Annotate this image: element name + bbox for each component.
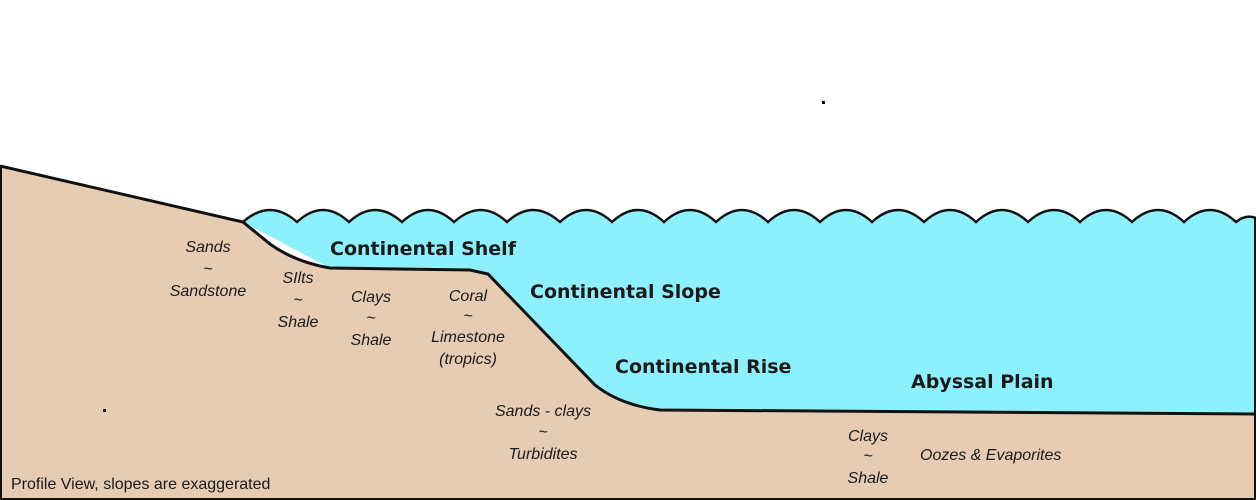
sands-sediment-label: Sands ~ Sandstone	[170, 239, 247, 300]
abyssal-clays-sediment-label: Clays ~ Shale	[848, 428, 889, 487]
stray-dot	[103, 409, 106, 412]
continental-rise-label: Continental Rise	[615, 356, 791, 378]
ocean-water	[243, 210, 1256, 414]
continental-shelf-label: Continental Shelf	[330, 238, 517, 260]
sediment-line: Sands - clays	[495, 403, 591, 420]
oozes-evaporites-label: Oozes & Evaporites	[920, 447, 1061, 464]
coral-sediment-label: Coral ~ Limestone (tropics)	[431, 288, 505, 368]
diagram-frame	[0, 166, 1256, 500]
sediment-line: Shale	[278, 314, 319, 331]
stray-dot	[822, 101, 825, 104]
sediment-line: ~	[863, 448, 872, 465]
sea-surface-wave-line	[242, 208, 1256, 224]
sediment-line: Clays	[351, 289, 391, 306]
sediment-line: Sands	[185, 239, 230, 256]
sediment-line: Sandstone	[170, 283, 247, 300]
sediment-line: (tropics)	[439, 351, 497, 368]
continental-slope-label: Continental Slope	[530, 281, 721, 303]
sediment-line: ~	[293, 292, 302, 309]
sediment-line: ~	[538, 424, 547, 441]
sediment-line: ~	[463, 308, 472, 325]
sediment-line: SIlts	[282, 270, 313, 287]
sediment-line: Coral	[449, 288, 488, 305]
profile-view-note: Profile View, slopes are exaggerated	[11, 476, 270, 493]
sediment-line: Clays	[848, 428, 888, 445]
turbidites-sediment-label: Sands - clays ~ Turbidites	[495, 403, 591, 463]
sediment-line: ~	[366, 310, 375, 327]
sediment-line: Turbidites	[508, 446, 577, 463]
sediment-line: ~	[203, 261, 212, 278]
clays-sediment-label: Clays ~ Shale	[351, 289, 392, 349]
land-and-seabed	[0, 166, 1256, 500]
sediment-line: Shale	[848, 470, 889, 487]
abyssal-plain-label: Abyssal Plain	[911, 371, 1054, 393]
sediment-line: Shale	[351, 332, 392, 349]
seafloor-outline	[0, 164, 1256, 416]
sediment-line: Limestone	[431, 329, 505, 346]
silts-sediment-label: SIlts ~ Shale	[278, 270, 319, 331]
